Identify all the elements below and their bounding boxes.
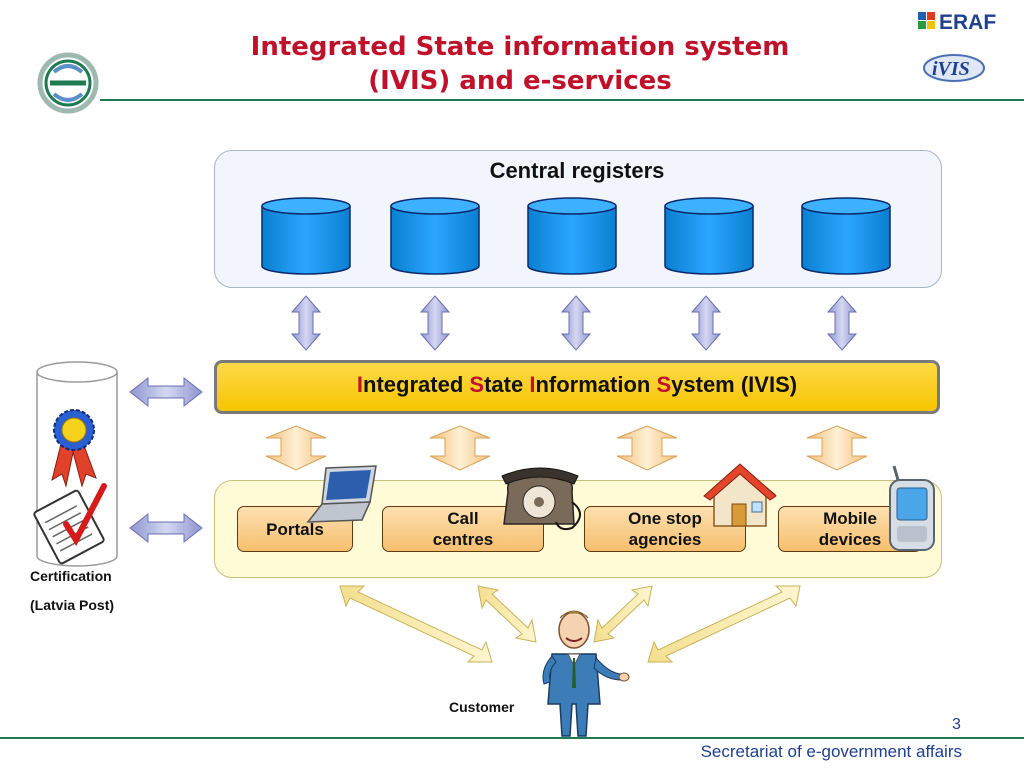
database-4 — [664, 197, 754, 275]
registers-ivis-arrow-3 — [560, 295, 592, 351]
certification-label-2: (Latvia Post) — [30, 597, 115, 613]
ivis-letter-i: I — [356, 372, 364, 397]
mobile-line-1: Mobile — [823, 509, 877, 528]
customer-figure — [542, 610, 630, 737]
ivis-logo: iVIS — [922, 52, 988, 89]
registers-ivis-arrow-4 — [690, 295, 722, 351]
rosette-icon — [51, 409, 97, 488]
customer-portals-arrow — [339, 585, 493, 663]
clipboard-check-icon — [33, 483, 107, 565]
database-2 — [390, 197, 480, 275]
database-3 — [527, 197, 617, 275]
certification-label-1: Certification — [30, 568, 112, 584]
customer-stop-arrow — [593, 585, 653, 643]
footer-text: Secretariat of e-government affairs — [700, 742, 962, 761]
ivis-logo-text: iVIS — [932, 58, 970, 80]
eraf-logo-text: ERAF — [939, 11, 996, 34]
call-centres-line-1: Call — [447, 509, 479, 528]
portals-box: Portals — [237, 506, 353, 552]
central-registers-title: Central registers — [489, 158, 665, 183]
slide-title: Integrated State information system (IVI… — [220, 30, 820, 98]
title-line-2: (IVIS) and e-services — [368, 66, 672, 96]
ivis-word-2: tate — [484, 372, 530, 397]
telephone-icon — [501, 467, 581, 531]
ivis-channels-arrow-2 — [429, 425, 491, 471]
page-number: 3 — [952, 716, 961, 733]
ivis-channels-arrow-3 — [616, 425, 678, 471]
cert-channels-arrow — [129, 512, 203, 544]
laptop-icon — [306, 465, 377, 523]
portals-label: Portals — [266, 519, 324, 539]
customer-mobile-arrow — [647, 585, 801, 663]
logo-circle-icon — [37, 52, 99, 114]
house-icon — [703, 463, 777, 527]
top-divider — [100, 99, 1024, 101]
mobile-phone-icon — [889, 465, 935, 551]
database-1 — [261, 197, 351, 275]
eraf-logo: ERAF — [918, 8, 1018, 39]
ivis-letter-s2: S — [656, 372, 672, 397]
customer-call-arrow — [477, 585, 537, 643]
ivis-channels-arrow-4 — [806, 425, 868, 471]
one-stop-line-1: One stop — [628, 509, 702, 528]
database-5 — [801, 197, 891, 275]
registers-ivis-arrow-2 — [419, 295, 451, 351]
ivis-letter-s: S — [469, 372, 485, 397]
call-centres-line-2: centres — [432, 530, 494, 549]
ivis-channels-arrow-1 — [265, 425, 327, 471]
cert-ivis-arrow — [129, 376, 203, 408]
registers-ivis-arrow-1 — [290, 295, 322, 351]
bottom-divider — [0, 737, 1024, 739]
ivis-letter-i2: I — [529, 372, 536, 397]
registers-ivis-arrow-5 — [826, 295, 858, 351]
ivis-word-4: ystem (IVIS) — [671, 372, 798, 397]
customer-label: Customer — [449, 699, 515, 715]
ivis-word-3: nformation — [535, 372, 657, 397]
ivis-bar — [214, 360, 940, 414]
one-stop-line-2: agencies — [628, 530, 702, 549]
title-line-1: Integrated State information system — [250, 32, 790, 62]
ivis-label: Integrated State Information System (IVI… — [214, 372, 940, 398]
mobile-line-2: devices — [818, 530, 882, 549]
ivis-word-1: ntegrated — [363, 372, 470, 397]
